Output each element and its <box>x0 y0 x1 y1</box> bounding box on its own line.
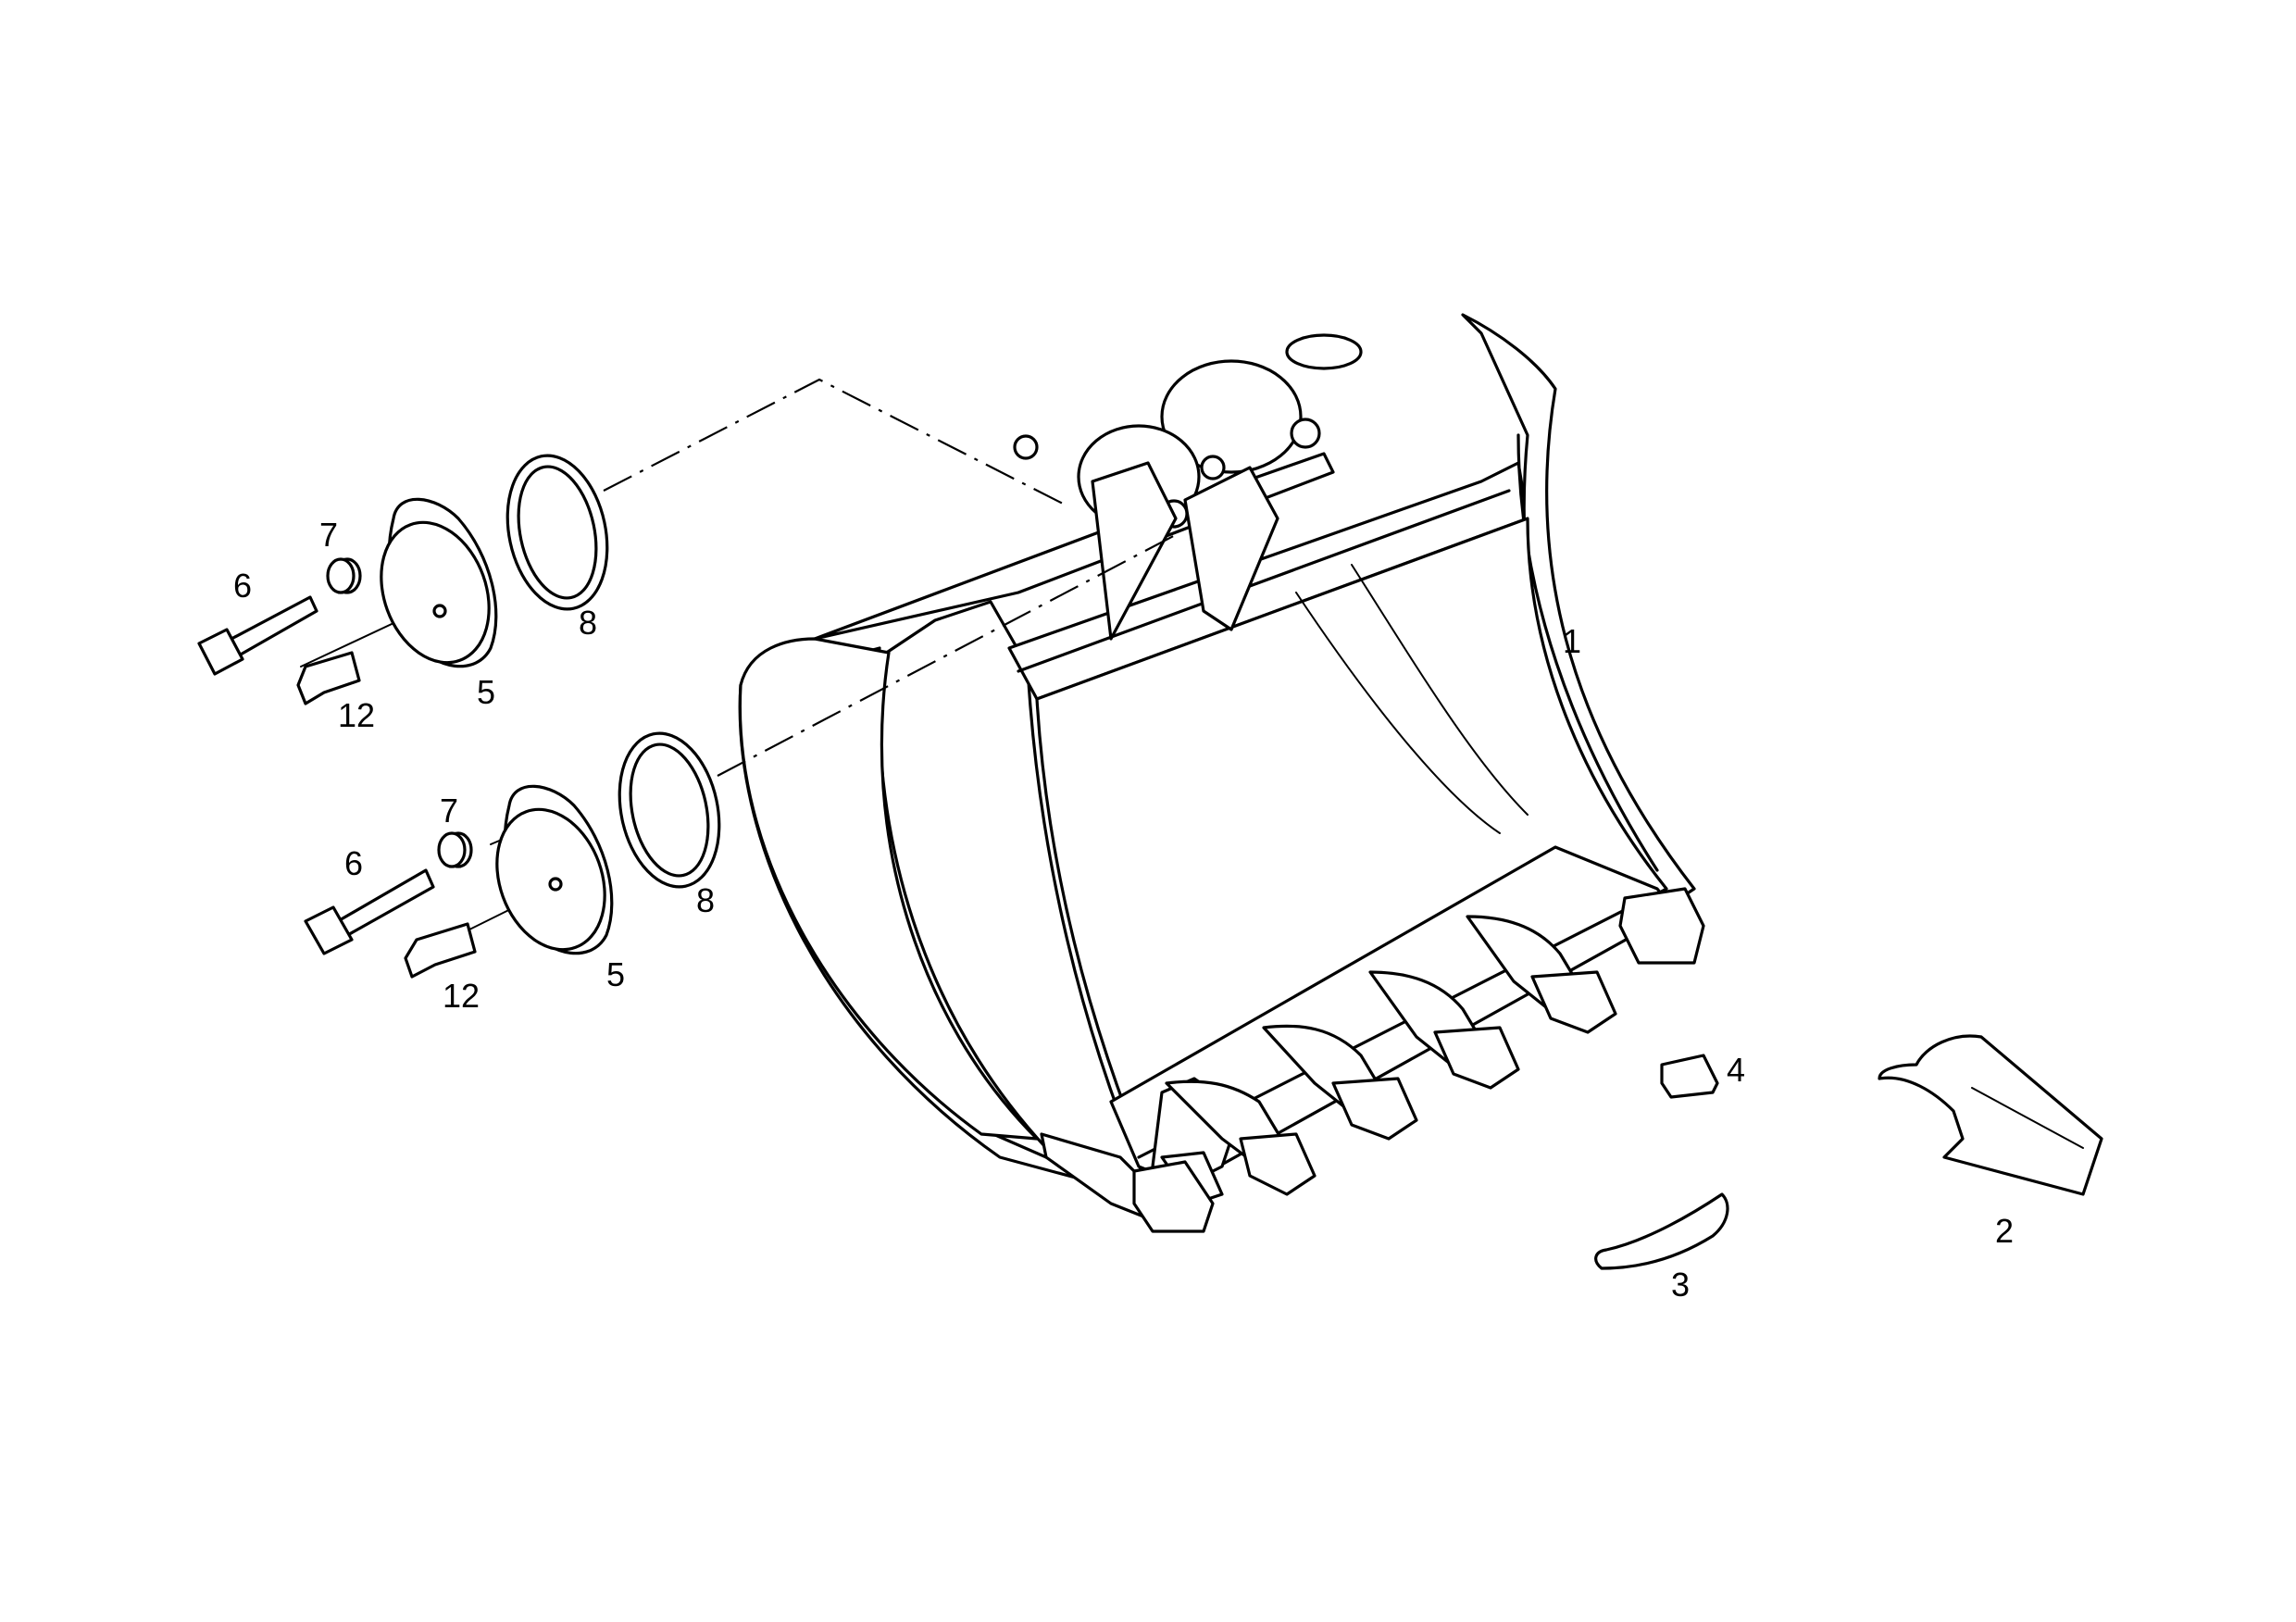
bucket-right-side-inner <box>1516 433 1659 872</box>
tooth-2 <box>1165 1079 1316 1196</box>
callout-7-lower: 7 <box>440 792 458 830</box>
cover-plate-upper-hole <box>432 604 447 618</box>
callout-3: 3 <box>1671 1266 1690 1304</box>
callout-8-lower: 8 <box>696 881 715 919</box>
washer-lower-face <box>437 831 467 868</box>
callout-4: 4 <box>1727 1051 1745 1089</box>
loose-parts <box>1594 1034 2103 1270</box>
bucket-pin-hole-3 <box>1200 455 1226 480</box>
o-ring-lower-inner <box>629 742 710 878</box>
cover-plate-upper-face <box>380 520 491 665</box>
bucket-bracket-right <box>1183 466 1279 631</box>
bucket-top-lug <box>1285 333 1363 370</box>
callout-6-upper: 6 <box>233 567 252 605</box>
callout-6-lower: 6 <box>344 844 363 882</box>
bucket-top-beam-edge <box>1017 489 1511 673</box>
tooth-4 <box>1368 970 1520 1090</box>
tooth-point-inner <box>1971 1087 2084 1149</box>
retainer-pin <box>1594 1192 1729 1270</box>
bucket-lifting-eye <box>1013 434 1039 460</box>
cover-plate-lower-hole <box>548 877 563 892</box>
bucket-left-outer-skin <box>738 637 1039 1141</box>
callout-1: 1 <box>1563 622 1581 660</box>
bucket-assembly <box>738 313 1696 1224</box>
tooth-side-left <box>1132 1160 1215 1233</box>
tooth-point <box>1878 1034 2103 1196</box>
callout-5-upper: 5 <box>477 673 495 711</box>
callout-12-lower: 12 <box>443 977 480 1015</box>
bolt-lower-head <box>304 905 354 955</box>
grease-nipple-lower <box>404 922 477 979</box>
axis-line-upper <box>603 378 1066 505</box>
callout-2: 2 <box>1995 1212 2014 1250</box>
lower-cap-group <box>304 731 721 979</box>
upper-cap-group <box>197 454 609 705</box>
callout-7-upper: 7 <box>319 516 338 554</box>
bolt-upper-head <box>197 628 244 676</box>
bucket-bracket-left <box>1091 461 1178 641</box>
bucket-inner-curve-2 <box>1351 564 1529 816</box>
tooth-3 <box>1262 1024 1418 1141</box>
callout-12-upper: 12 <box>338 696 375 734</box>
bucket-mount-boss-rear <box>1160 359 1303 474</box>
bolt-upper-shank <box>230 595 318 657</box>
callout-8-upper: 8 <box>579 604 597 642</box>
washer-upper-face <box>326 557 356 594</box>
bucket-teeth <box>1132 887 1705 1233</box>
tooth-5 <box>1466 915 1617 1034</box>
lock-block <box>1660 1054 1719 1099</box>
o-ring-upper-inner <box>517 465 598 600</box>
tooth-side-right <box>1618 887 1705 965</box>
bucket-inner-curve-1 <box>1295 592 1501 834</box>
axis-line-lower <box>717 531 1181 777</box>
bucket-pin-hole-1 <box>1290 418 1321 449</box>
grease-nipple-upper <box>296 651 361 705</box>
callout-5-lower: 5 <box>606 955 625 993</box>
